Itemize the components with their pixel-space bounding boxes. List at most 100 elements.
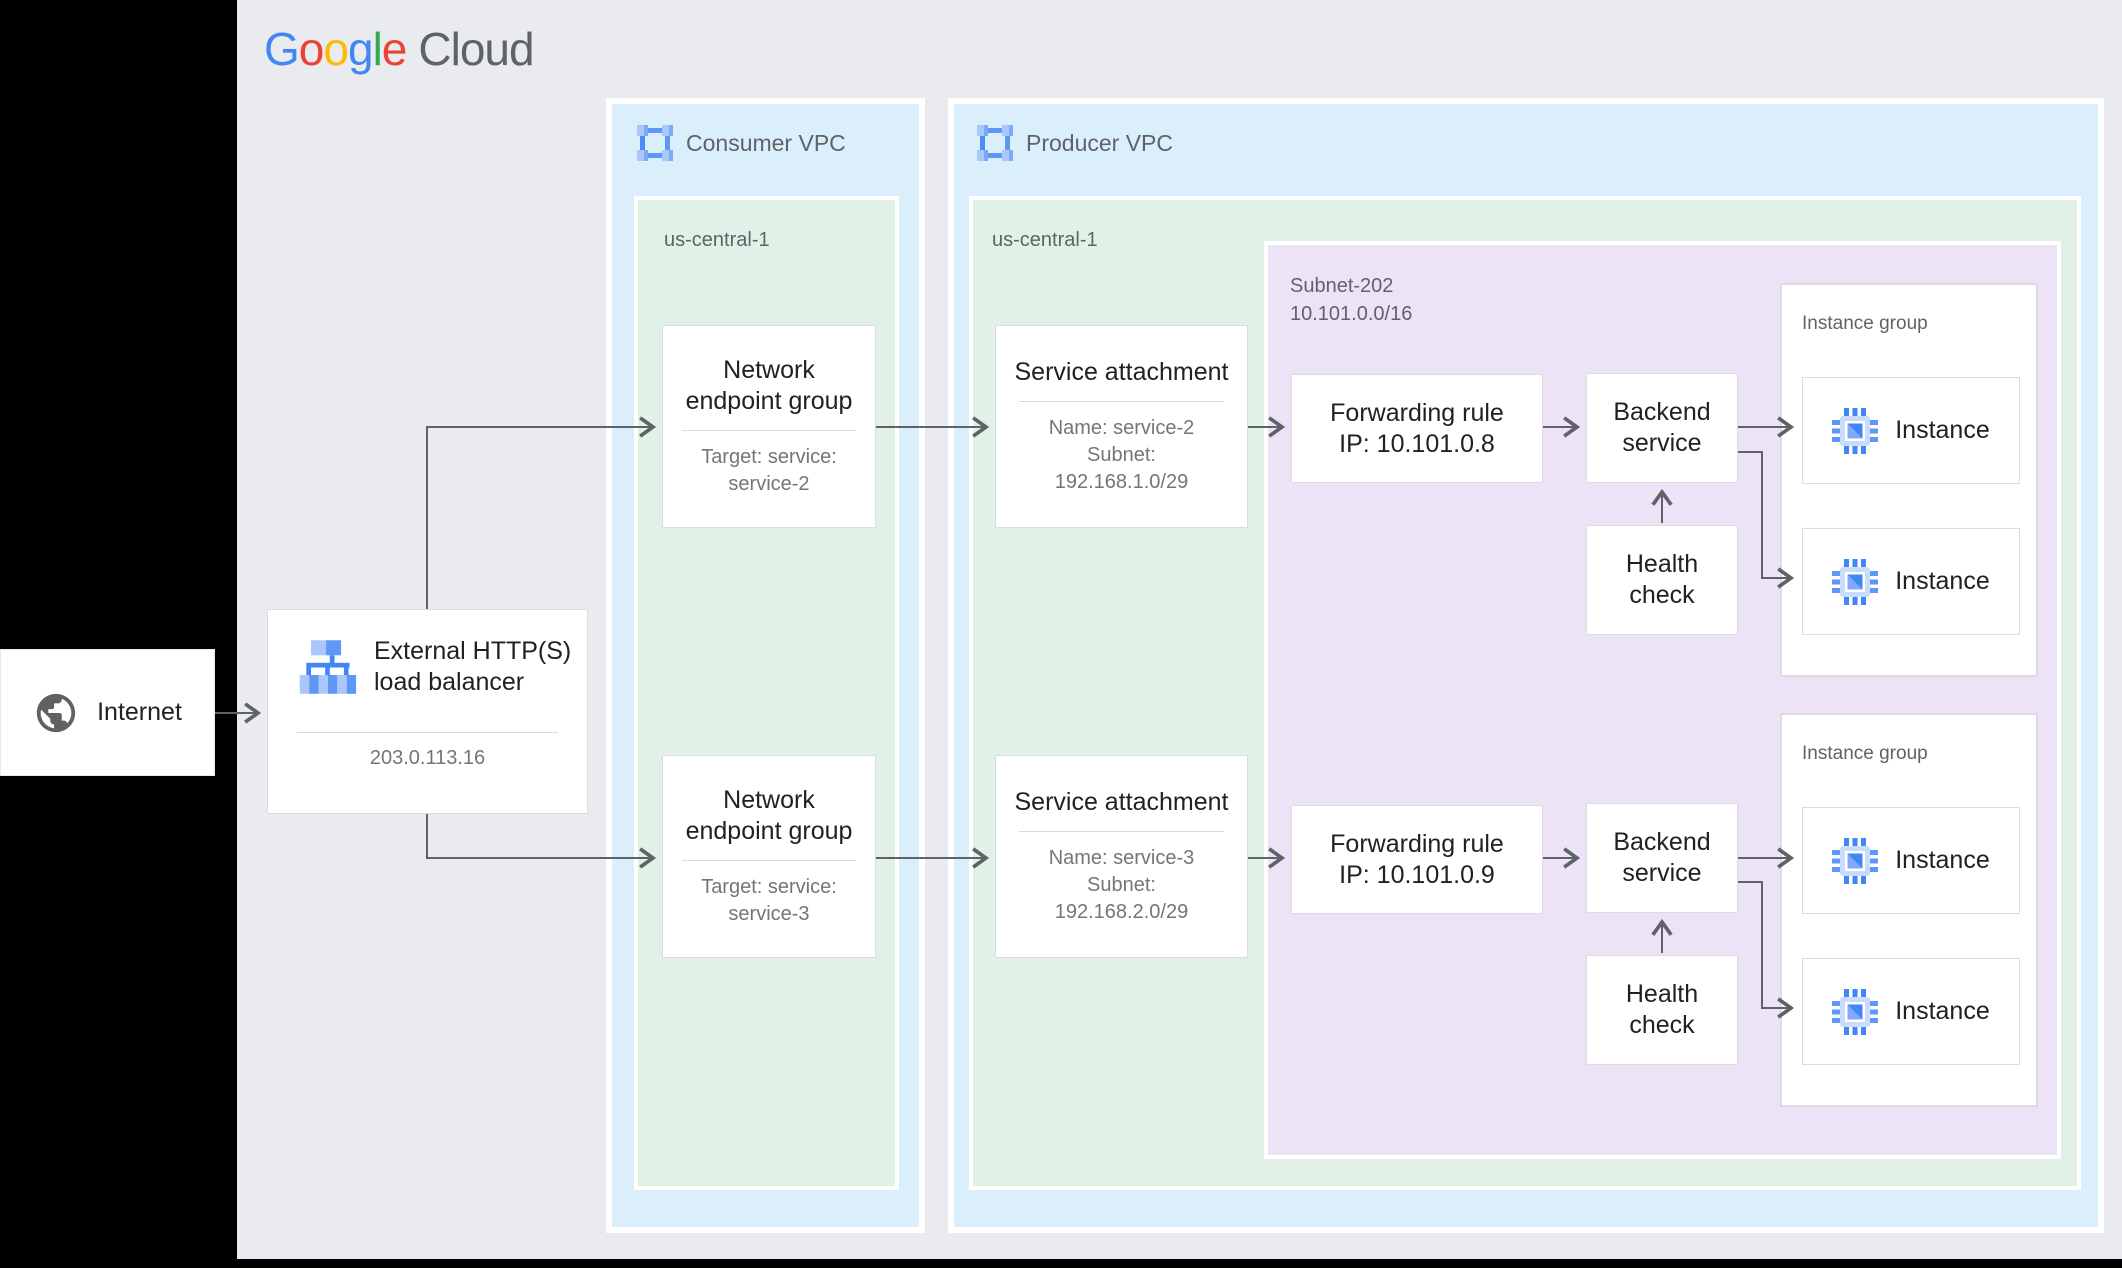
subnet-label: Subnet-202 10.101.0.0/16 (1290, 272, 1412, 328)
bottom-black-bar (0, 1259, 2122, 1268)
instance-group-bottom: Instance group Instance Instance (1780, 713, 2038, 1107)
health-check-top-node: Health check (1586, 525, 1738, 635)
sa-bottom-details: Name: service-3 Subnet: 192.168.2.0/29 (1049, 845, 1195, 926)
sa-top-details: Name: service-2 Subnet: 192.168.1.0/29 (1049, 415, 1195, 496)
consumer-vpc-label: Consumer VPC (686, 129, 846, 156)
health-check-bottom-text: Health check (1626, 979, 1698, 1041)
backend-service-bottom-line2: service (1622, 859, 1702, 887)
load-balancer-node: External HTTP(S) load balancer 203.0.113… (267, 609, 588, 814)
neg-bottom-target: Target: service: service-3 (701, 874, 837, 928)
sa-bottom-subnet-label: Subnet: (1087, 874, 1156, 896)
health-check-bottom-node: Health check (1586, 955, 1738, 1065)
producer-vpc-header: Producer VPC (977, 125, 1173, 161)
compute-instance-icon (1832, 838, 1878, 884)
producer-vpc-label: Producer VPC (1026, 129, 1174, 156)
neg-top-title-line1: Network (723, 356, 815, 384)
health-check-top-line1: Health (1625, 550, 1699, 578)
sa-bottom-title: Service attachment (1014, 788, 1229, 816)
globe-icon (33, 690, 79, 736)
neg-top-title-line2: endpoint group (685, 387, 853, 415)
backend-service-top-text: Backend service (1613, 397, 1710, 459)
subnet-name: Subnet-202 (1290, 275, 1394, 297)
logo-letter: l (372, 23, 383, 75)
instance-label: Instance (1895, 997, 1990, 1025)
neg-bottom-target-line2: service-3 (728, 903, 810, 925)
logo-letter: o (298, 23, 325, 75)
forwarding-rule-top-node: Forwarding rule IP: 10.101.0.8 (1291, 374, 1543, 483)
load-balancer-ip: 203.0.113.16 (369, 747, 486, 769)
forwarding-rule-bottom-line1: Forwarding rule (1330, 829, 1504, 858)
logo-letter: g (347, 23, 374, 75)
neg-bottom-title: Network endpoint group (686, 785, 853, 847)
instance-node: Instance (1802, 958, 2020, 1065)
health-check-top-text: Health check (1626, 549, 1698, 611)
network-endpoint-group-top-node: Network endpoint group Target: service: … (662, 325, 876, 528)
backend-service-bottom-text: Backend service (1613, 827, 1710, 889)
forwarding-rule-top-line1: Forwarding rule (1330, 398, 1504, 427)
neg-top-target-line1: Target: service: (701, 446, 837, 468)
consumer-vpc-header: Consumer VPC (637, 125, 846, 161)
network-endpoint-group-bottom-node: Network endpoint group Target: service: … (662, 755, 876, 958)
instance-group-top: Instance group Instance Instance (1780, 283, 2038, 677)
backend-service-top-node: Backend service (1586, 373, 1738, 483)
divider (1018, 401, 1225, 402)
health-check-bottom-line1: Health (1625, 980, 1699, 1008)
health-check-bottom-line2: check (1629, 1011, 1695, 1039)
logo-letter: e (381, 23, 408, 75)
service-attachment-bottom-node: Service attachment Name: service-3 Subne… (995, 755, 1248, 958)
instance-node: Instance (1802, 807, 2020, 914)
compute-instance-icon (1832, 989, 1878, 1035)
compute-instance-icon (1832, 559, 1878, 605)
forwarding-rule-bottom-ip: IP: 10.101.0.9 (1339, 860, 1495, 889)
forwarding-rule-bottom-node: Forwarding rule IP: 10.101.0.9 (1291, 805, 1543, 914)
neg-top-target: Target: service: service-2 (701, 444, 837, 498)
logo-cloud-text: Cloud (418, 23, 534, 75)
compute-instance-icon (1832, 408, 1878, 454)
internet-label: Internet (97, 698, 182, 726)
forwarding-rule-top-text: Forwarding rule IP: 10.101.0.8 (1330, 398, 1504, 460)
neg-bottom-target-line1: Target: service: (701, 876, 837, 898)
divider (1018, 831, 1225, 832)
divider (682, 430, 856, 431)
backend-service-bottom-line1: Backend (1613, 828, 1711, 856)
instance-label: Instance (1895, 567, 1990, 595)
divider (296, 732, 559, 733)
neg-top-title: Network endpoint group (686, 355, 853, 417)
left-black-bar (0, 0, 237, 1268)
subnet-cidr: 10.101.0.0/16 (1290, 303, 1413, 325)
sa-top-title: Service attachment (1014, 358, 1229, 386)
sa-top-subnet-label: Subnet: (1087, 444, 1156, 466)
instance-node: Instance (1802, 528, 2020, 635)
load-balancer-title-line1: External HTTP(S) (374, 637, 572, 665)
sa-bottom-name: Name: service-3 (1048, 847, 1195, 869)
load-balancer-title: External HTTP(S) load balancer (374, 636, 571, 698)
neg-bottom-title-line2: endpoint group (685, 817, 853, 845)
service-attachment-top-node: Service attachment Name: service-2 Subne… (995, 325, 1248, 528)
sa-top-name: Name: service-2 (1048, 417, 1195, 439)
logo-letter: o (323, 23, 349, 75)
internet-node: Internet (0, 649, 215, 776)
instance-node: Instance (1802, 377, 2020, 484)
logo-letter: G (264, 23, 300, 75)
instance-group-top-label: Instance group (1802, 313, 1928, 334)
instance-label: Instance (1895, 416, 1990, 444)
backend-service-top-line2: service (1622, 429, 1702, 457)
forwarding-rule-top-ip: IP: 10.101.0.8 (1339, 429, 1495, 458)
consumer-region-label: us-central-1 (664, 229, 770, 251)
sa-bottom-subnet-cidr: 192.168.2.0/29 (1054, 901, 1189, 923)
neg-bottom-title-line1: Network (723, 786, 815, 814)
vpc-network-icon (977, 125, 1013, 161)
neg-top-target-line2: service-2 (728, 473, 810, 495)
load-balancer-title-line2: load balancer (374, 668, 525, 696)
load-balancer-icon (296, 640, 358, 695)
backend-service-top-line1: Backend (1613, 398, 1711, 426)
instance-group-bottom-label: Instance group (1802, 743, 1928, 764)
forwarding-rule-bottom-text: Forwarding rule IP: 10.101.0.9 (1330, 829, 1504, 891)
vpc-network-icon (637, 125, 673, 161)
producer-region-label: us-central-1 (992, 229, 1098, 251)
divider (682, 860, 856, 861)
backend-service-bottom-node: Backend service (1586, 803, 1738, 913)
sa-top-subnet-cidr: 192.168.1.0/29 (1054, 471, 1189, 493)
